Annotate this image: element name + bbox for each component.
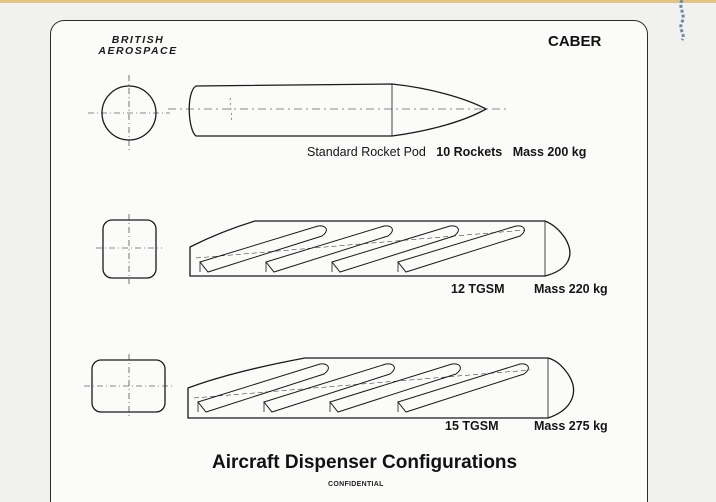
tgsm12-submunitions [199, 225, 525, 273]
tgsm15-side-view [187, 357, 575, 419]
cable-tie-icon [679, 0, 685, 41]
config1-payload: 10 Rockets [436, 145, 503, 159]
rocket-pod-side-view [168, 83, 508, 137]
config1-mass: Mass 200 kg [512, 145, 587, 159]
config1-name: Standard Rocket Pod [307, 145, 426, 159]
config2-payload: 12 TGSM [451, 282, 505, 296]
logo-line-2: AEROSPACE [98, 45, 178, 57]
config1-label: Standard Rocket Pod 10 Rockets Mass 200 … [307, 145, 586, 159]
rocket-pod-end-view [88, 75, 170, 151]
company-logo: BRITISH AEROSPACE [88, 35, 188, 57]
logo-line-1: BRITISH [111, 34, 165, 46]
config2-mass: Mass 220 kg [534, 282, 608, 296]
tgsm15-submunitions [197, 363, 529, 413]
tgsm12-side-view [189, 220, 571, 277]
tgsm15-end-view [84, 354, 172, 418]
config3-mass: Mass 275 kg [534, 419, 608, 433]
diagram-card [50, 20, 648, 502]
config3-payload: 15 TGSM [445, 419, 499, 433]
tgsm12-end-view [96, 214, 162, 284]
classification-mark: CONFIDENTIAL [328, 481, 384, 488]
top-edge-strip [0, 0, 716, 3]
project-title: CABER [548, 33, 602, 50]
diagram-title: Aircraft Dispenser Configurations [212, 452, 518, 473]
